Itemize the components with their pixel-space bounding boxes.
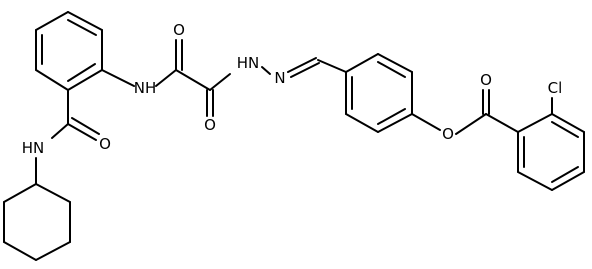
benzamide-linkage-bonds (35, 89, 100, 185)
atom-label-o-oxalyl-bottom: O (204, 116, 216, 134)
atom-label-cl: Cl (548, 79, 563, 97)
atom-label-o-benzamide: O (99, 135, 111, 153)
cyclohexane-ring (3, 183, 71, 261)
atom-label-nh-amide: NH (134, 79, 157, 97)
atom-label-hn-benzamide: HN (22, 139, 45, 157)
benzene-ring-para (345, 53, 413, 133)
hydrazone-linkage-bonds (261, 57, 347, 78)
anilide-linkage-bonds (101, 39, 231, 117)
ester-linkage-bonds (411, 89, 519, 135)
benzene-ring-anthranilamide (35, 11, 103, 91)
atom-label-o-ester-carbonyl: O (480, 71, 492, 89)
atom-label-o-oxalyl-top: O (173, 21, 185, 39)
atom-label-o-ester-link: O (442, 125, 454, 143)
benzene-ring-chlorophenyl (517, 97, 585, 191)
atom-label-hn-hydrazide: HN (237, 54, 260, 72)
atom-label-n-imine: N (274, 69, 285, 87)
